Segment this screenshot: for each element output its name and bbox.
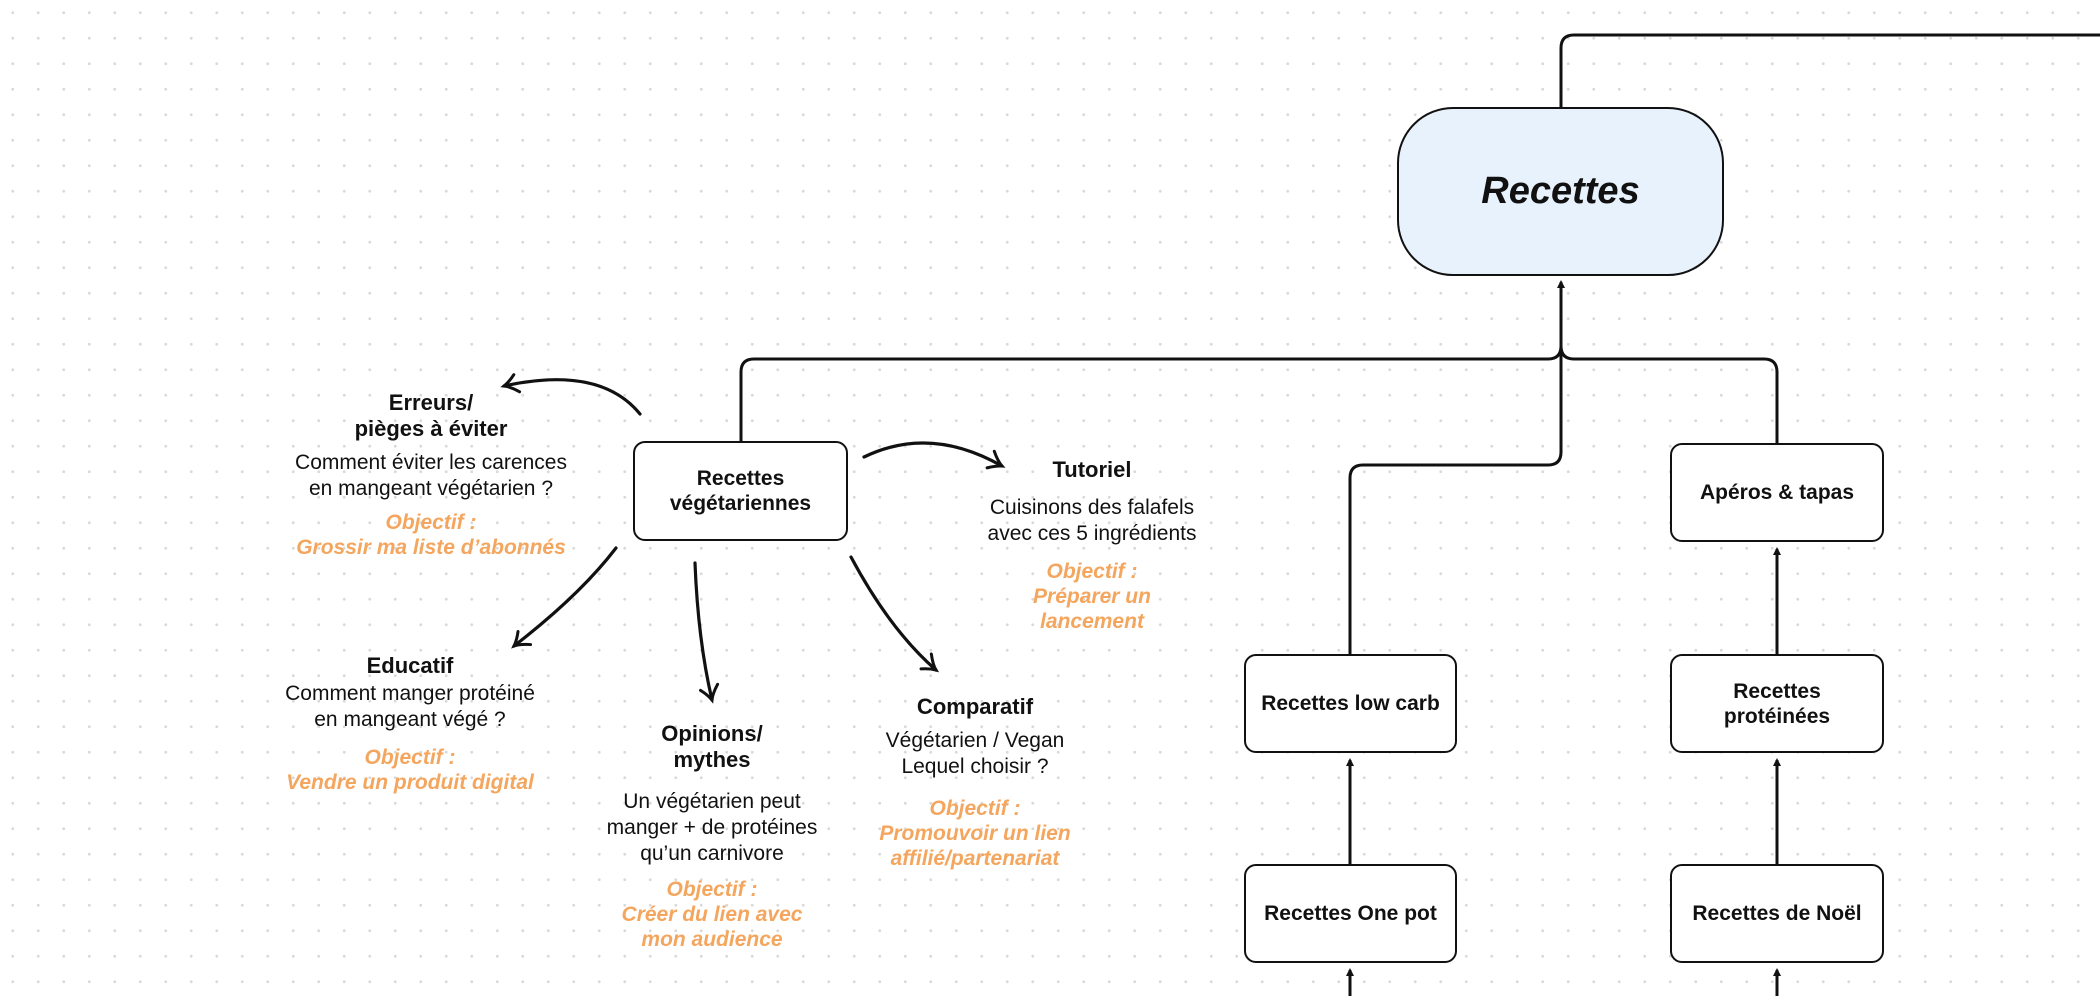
- idea-body: Comment éviter les carences en mangeant …: [295, 451, 567, 500]
- connector-vege: [739, 345, 1563, 441]
- node-recettes-proteinees[interactable]: Recettes protéinées: [1670, 654, 1884, 753]
- idea-objective: Objectif : Créer du lien avec mon audien…: [621, 878, 803, 951]
- idea-objective: Objectif : Grossir ma liste d’abonnés: [296, 511, 566, 559]
- idea-objective: Objectif : Préparer un lancement: [1033, 560, 1151, 633]
- arrow-tutoriel: [862, 441, 1006, 470]
- node-label: Recettes One pot: [1264, 902, 1437, 925]
- idea-body: Cuisinons des falafels avec ces 5 ingréd…: [987, 496, 1197, 545]
- idea-body: Végétarien / Vegan Lequel choisir ?: [885, 729, 1065, 778]
- idea-educatif[interactable]: Educatif Comment manger protéiné en mang…: [285, 653, 535, 795]
- idea-title: Opinions/ mythes: [661, 721, 763, 772]
- main-node-recettes[interactable]: Recettes: [1397, 107, 1724, 276]
- node-label: Recettes de Noël: [1692, 902, 1862, 925]
- node-recettes-de-noel[interactable]: Recettes de Noël: [1670, 864, 1884, 963]
- node-recettes-low-carb[interactable]: Recettes low carb: [1244, 654, 1457, 753]
- idea-body: Comment manger protéiné en mangeant végé…: [285, 682, 535, 731]
- idea-title: Comparatif: [916, 694, 1034, 719]
- node-recettes-vegetariennes[interactable]: Recettes végétariennes: [633, 441, 848, 541]
- idea-title: Tutoriel: [1052, 457, 1132, 482]
- connector-lowcarb: [1348, 359, 1563, 654]
- idea-title: Educatif: [366, 653, 454, 678]
- idea-title: Erreurs/ pièges à éviter: [354, 390, 508, 441]
- idea-objective: Objectif : Vendre un produit digital: [286, 746, 534, 794]
- idea-objective: Objectif : Promouvoir un lien affilié/pa…: [879, 797, 1071, 870]
- arrow-comparatif: [849, 555, 940, 673]
- node-label: Recettes végétariennes: [669, 467, 812, 515]
- idea-comparatif[interactable]: Comparatif Végétarien / Vegan Lequel cho…: [879, 694, 1070, 871]
- arrow-opinions: [693, 561, 720, 704]
- arrow-erreurs: [500, 373, 642, 416]
- connector-aperos: [1559, 345, 1779, 443]
- node-label: Recettes protéinées: [1723, 679, 1831, 728]
- idea-erreurs[interactable]: Erreurs/ pièges à éviter Comment éviter …: [295, 390, 567, 560]
- node-label: Apéros & tapas: [1699, 481, 1855, 504]
- node-recettes-one-pot[interactable]: Recettes One pot: [1244, 864, 1457, 963]
- node-aperos-tapas[interactable]: Apéros & tapas: [1670, 443, 1884, 542]
- arrow-educatif: [511, 546, 618, 649]
- node-label: Recettes low carb: [1261, 692, 1440, 715]
- idea-body: Un végétarien peut manger + de protéines…: [606, 790, 818, 865]
- connector-top: [1559, 33, 2100, 107]
- idea-tutoriel[interactable]: Tutoriel Cuisinons des falafels avec ces…: [988, 457, 1197, 634]
- main-node-label: Recettes: [1481, 170, 1640, 212]
- idea-opinions[interactable]: Opinions/ mythes Un végétarien peut mang…: [607, 721, 818, 952]
